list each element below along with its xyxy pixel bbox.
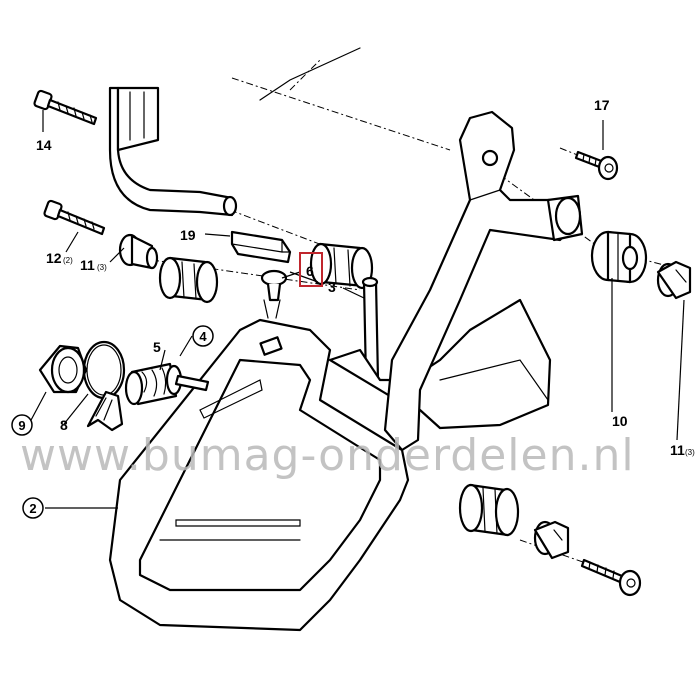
rear-handle-arm <box>383 110 584 452</box>
label-12-qty: (2) <box>63 256 73 265</box>
label-4: 4 <box>199 329 207 344</box>
screw-12 <box>43 199 106 236</box>
label-11-right: 11 <box>670 442 685 458</box>
filter-5 <box>124 362 210 406</box>
label-12: 12 <box>46 250 62 266</box>
leader-lines <box>29 110 685 509</box>
highlight-box-6 <box>299 252 323 287</box>
label-6: 6 <box>306 263 314 279</box>
label-9: 9 <box>18 418 25 433</box>
rubber-damper-lower <box>458 483 520 537</box>
bushing-11-right <box>656 260 692 300</box>
handle-tube <box>108 86 238 217</box>
pad-19 <box>230 230 292 264</box>
label-5: 5 <box>153 339 161 355</box>
label-11-right-qty: (3) <box>685 448 695 457</box>
label-17: 17 <box>594 97 610 113</box>
watermark-text: www.bumag-onderdelen.nl <box>20 430 635 481</box>
handle-frame-2 <box>108 298 552 632</box>
label-19: 19 <box>180 227 196 243</box>
frame-edge-line <box>259 47 361 101</box>
screw-17 <box>574 150 619 181</box>
cap-9 <box>38 344 88 394</box>
label-8: 8 <box>60 417 68 433</box>
label-10: 10 <box>612 413 628 429</box>
oring-8 <box>82 340 126 400</box>
label-11-left: 11 <box>80 257 95 273</box>
rubber-damper-left <box>158 256 219 304</box>
label-3: 3 <box>328 279 336 295</box>
plug-6 <box>260 269 288 319</box>
rubber-damper-10 <box>590 230 648 284</box>
filter-strap <box>86 390 124 432</box>
screw-14 <box>33 89 98 126</box>
part-labels: 14 17 19 12 (2) 11 (3) 6 3 5 10 11 (3) <box>36 97 695 458</box>
bushing-lower <box>533 520 570 560</box>
label-14: 14 <box>36 137 52 153</box>
pin-3 <box>361 276 380 382</box>
bushing-11-left <box>118 233 159 270</box>
circled-labels: 4 9 8 2 <box>11 325 214 519</box>
screw-lower <box>580 558 642 597</box>
label-2: 2 <box>29 501 36 516</box>
label-11-left-qty: (3) <box>97 263 107 272</box>
